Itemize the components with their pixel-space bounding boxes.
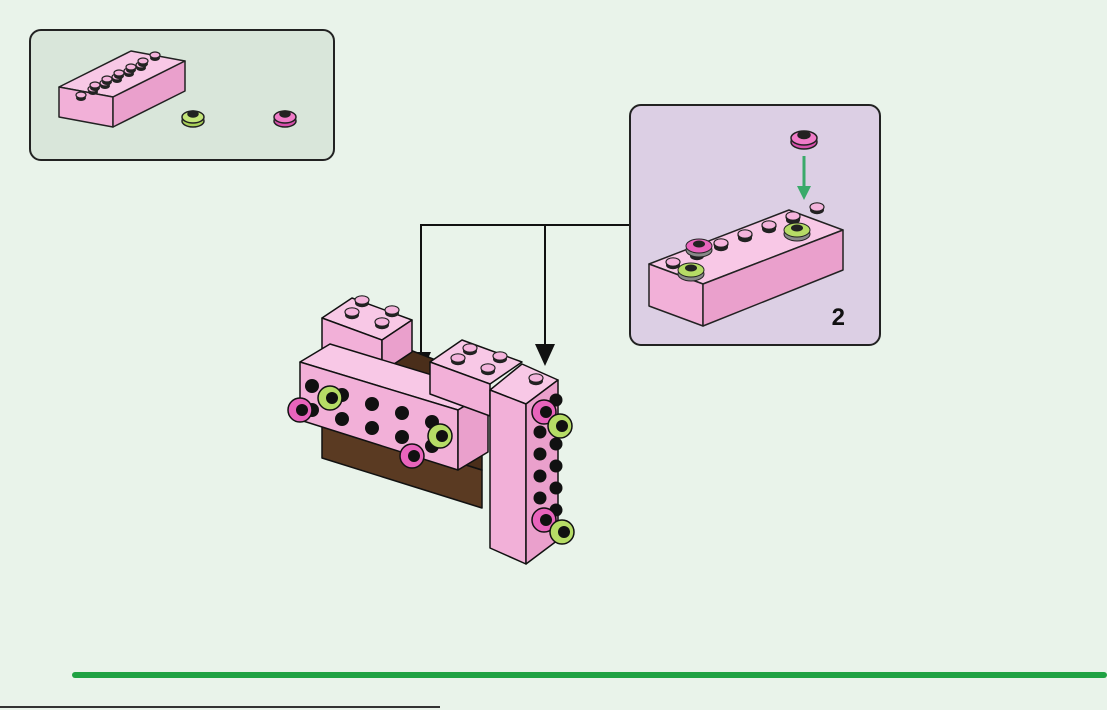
connector-lines — [421, 225, 629, 360]
side-stud — [305, 379, 319, 393]
lime-round-plate-icon — [318, 386, 342, 410]
lime-round-plate-icon — [550, 520, 574, 544]
side-stud — [395, 406, 409, 420]
side-stud — [550, 438, 563, 451]
side-stud — [534, 426, 547, 439]
pink-2x6-brick-vertical — [490, 364, 558, 564]
stud — [375, 318, 389, 329]
magenta-round-plate-icon — [288, 398, 312, 422]
stud — [451, 354, 465, 365]
page-bottom-rule — [0, 706, 440, 708]
arrow-head-right — [535, 344, 555, 366]
side-stud — [365, 397, 379, 411]
side-stud — [365, 421, 379, 435]
side-stud — [534, 492, 547, 505]
stud — [355, 296, 369, 307]
lime-round-plate-icon — [548, 414, 572, 438]
stud — [493, 352, 507, 363]
side-stud — [534, 470, 547, 483]
side-stud — [335, 412, 349, 426]
side-stud — [550, 482, 563, 495]
stud — [529, 374, 543, 385]
stud — [345, 308, 359, 319]
stud — [463, 344, 477, 355]
stud — [481, 364, 495, 375]
page-divider-bar — [72, 672, 1107, 678]
side-stud — [395, 430, 409, 444]
stud — [385, 306, 399, 317]
lime-round-plate-icon — [428, 424, 452, 448]
side-stud — [534, 448, 547, 461]
magenta-round-plate-icon — [400, 444, 424, 468]
side-stud — [550, 460, 563, 473]
